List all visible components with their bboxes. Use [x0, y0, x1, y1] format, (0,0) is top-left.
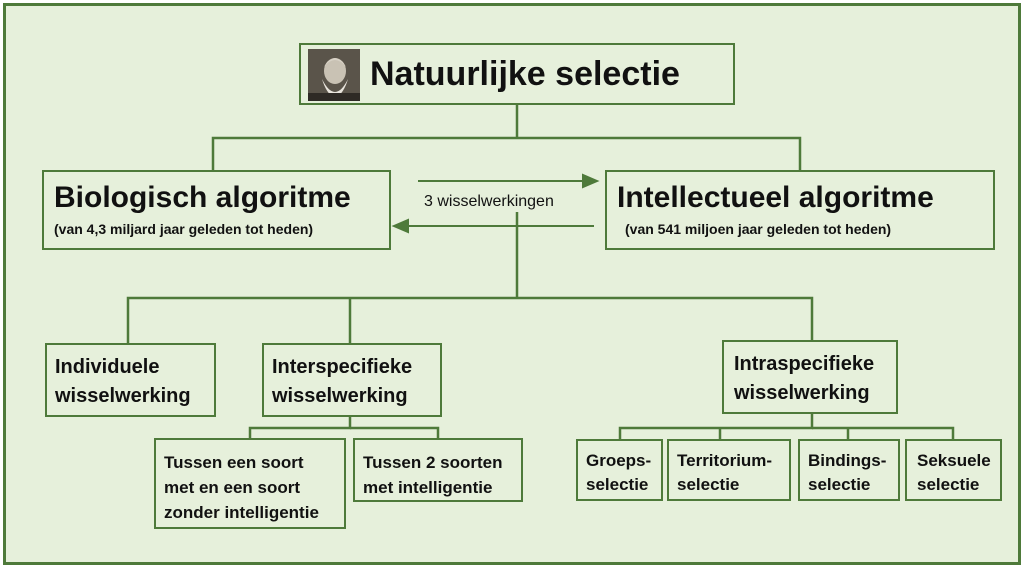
intraspecific-child-territorium: Territorium- selectie: [667, 439, 791, 501]
interspecific-child1-line3: zonder intelligentie: [164, 503, 319, 522]
biological-algorithm-box: Biologisch algoritme (van 4,3 miljard ja…: [42, 170, 391, 250]
seksuele-line2: selectie: [917, 475, 980, 494]
territorium-line2: selectie: [677, 475, 740, 494]
seksuele-line1: Seksuele: [917, 451, 991, 470]
intellectual-algorithm-subtitle: (van 541 miljoen jaar geleden tot heden): [625, 221, 892, 237]
intellectual-algorithm-title: Intellectueel algoritme: [617, 181, 934, 214]
connector-root-branch: [211, 136, 802, 170]
groeps-line1: Groeps-: [586, 451, 652, 470]
intraspecific-interaction-box: Intraspecifieke wisselwerking: [722, 340, 898, 414]
territorium-line1: Territorium-: [677, 451, 773, 470]
intraspecific-line1: Intraspecifieke: [734, 353, 875, 375]
intellectual-algorithm-box: Intellectueel algoritme (van 541 miljoen…: [605, 170, 995, 250]
interspecific-child1-line2: met en een soort: [164, 478, 301, 497]
biological-algorithm-title: Biologisch algoritme: [54, 181, 351, 214]
interspecific-child-box-2: Tussen 2 soorten met intelligentie: [353, 438, 523, 502]
charles-darwin-portrait-icon: [308, 49, 360, 101]
arrow-right-head: [582, 173, 600, 189]
connector-level2-branch: [126, 296, 814, 343]
connector-interspecific-children: [248, 417, 352, 438]
root-box: [299, 43, 735, 105]
connector-intraspecific-children: [618, 414, 814, 439]
exchange-label: 3 wisselwerkingen: [424, 193, 554, 210]
interspecific-child2-line2: met intelligentie: [363, 478, 493, 497]
intraspecific-child-seksuele: Seksuele selectie: [905, 439, 1002, 501]
intraspecific-child-bindings: Bindings- selectie: [798, 439, 900, 501]
intraspecific-child-groeps: Groeps- selectie: [576, 439, 663, 501]
interspecific-child-box-1: Tussen een soort met en een soort zonder…: [154, 438, 346, 529]
interspecific-child2-line1: Tussen 2 soorten: [363, 453, 503, 472]
interspecific-line2: wisselwerking: [272, 385, 408, 407]
interspecific-line1: Interspecifieke: [272, 356, 413, 378]
intraspecific-line2: wisselwerking: [734, 382, 870, 404]
individual-line1: Individuele: [55, 356, 160, 378]
connector-intraspecific-child-seksuele: [812, 426, 955, 439]
groeps-line2: selectie: [586, 475, 649, 494]
root-title: Natuurlijke selectie: [370, 55, 680, 93]
arrow-left-head: [391, 218, 409, 234]
individual-line2: wisselwerking: [55, 385, 191, 407]
interspecific-child1-line1: Tussen een soort: [164, 453, 304, 472]
bindings-line1: Bindings-: [808, 451, 887, 470]
biological-algorithm-subtitle: (van 4,3 miljard jaar geleden tot heden): [54, 221, 314, 237]
individual-interaction-box: Individuele wisselwerking: [45, 343, 216, 417]
bindings-line2: selectie: [808, 475, 871, 494]
connector-interspecific-child2: [350, 426, 440, 438]
interspecific-interaction-box: Interspecifieke wisselwerking: [262, 343, 442, 417]
